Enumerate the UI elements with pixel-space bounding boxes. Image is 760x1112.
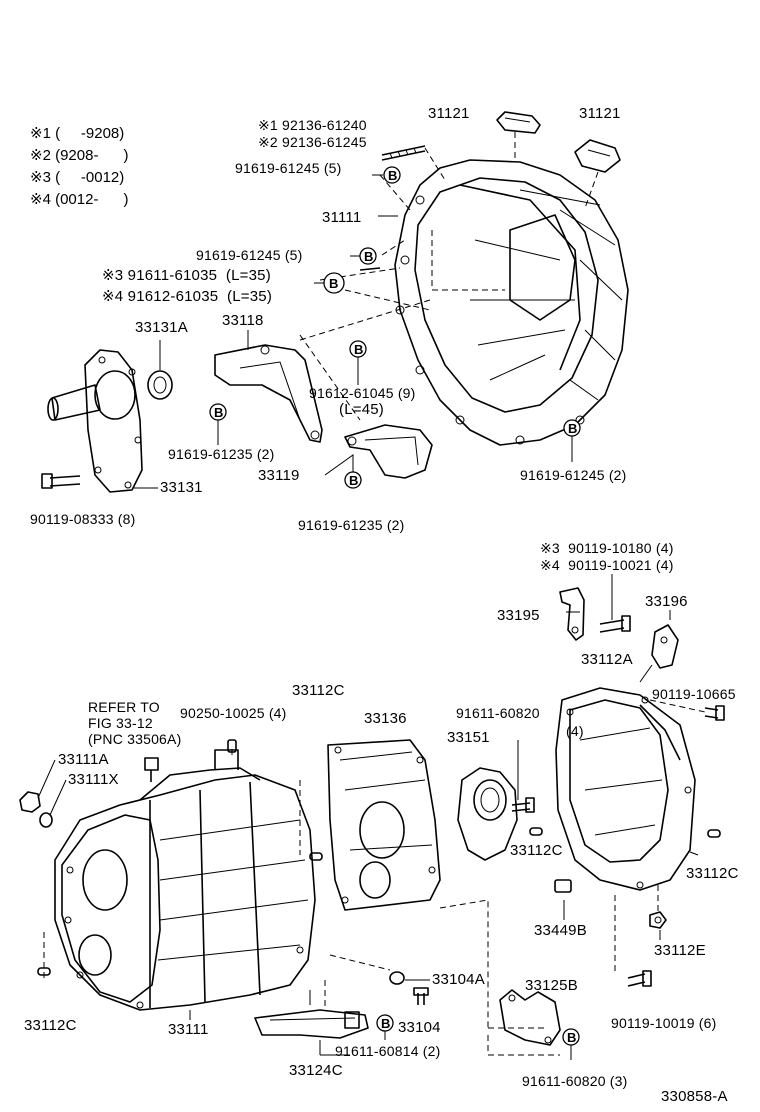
- lever-33196: [651, 624, 679, 669]
- label-91612-61045: 91612-61045 (9): [309, 385, 416, 401]
- oil-seal-33131A: [147, 370, 173, 400]
- pin-90250: [227, 739, 237, 753]
- label-90119-10019: 90119-10019 (6): [611, 1015, 717, 1031]
- dowel-pin-left: [37, 967, 51, 976]
- bearing-retainer-33151: [457, 767, 518, 861]
- bolt-90119-10019: [627, 970, 652, 987]
- label-91611-60814: 91611-60814 (2): [335, 1043, 441, 1059]
- label-31121-a: 31121: [428, 105, 470, 122]
- label-33196: 33196: [645, 593, 688, 610]
- label-refer-fig: FIG 33-12: [88, 715, 153, 731]
- label-91611-60820-3: 91611-60820 (3): [522, 1073, 628, 1089]
- label-33112E: 33112E: [654, 942, 706, 959]
- bubble-b-label-8: B: [381, 1016, 391, 1031]
- bolt-91611-60820-4: [511, 797, 535, 813]
- label-33131: 33131: [160, 479, 203, 496]
- bubble-b-label-7: B: [349, 473, 359, 488]
- label-91619-61235-b: 91619-61235 (2): [298, 517, 405, 533]
- label-330858-A: 330858-A: [661, 1088, 728, 1105]
- dowel-pin-mid: [529, 827, 543, 836]
- label-91619-61245-5b: 91619-61245 (5): [196, 247, 303, 263]
- bubble-b-label-6: B: [568, 421, 578, 436]
- plug-33111A: [19, 791, 41, 813]
- dowel-pin-top: [309, 852, 323, 861]
- label-92136-61240: ※1 92136-61240: [258, 117, 367, 133]
- label-33124C: 33124C: [289, 1062, 343, 1079]
- extension-housing-33112A: [555, 687, 696, 891]
- legend-line-2: ※2 (9208- ): [30, 147, 129, 164]
- bubble-b-label-4: B: [354, 342, 364, 357]
- stud-bolt-92136: [381, 145, 426, 161]
- lever-33195: [559, 587, 585, 641]
- bracket-33118: [214, 344, 323, 443]
- label-31111: 31111: [322, 209, 362, 226]
- washer-33104A: [389, 971, 405, 985]
- bubble-b-label-1: B: [388, 168, 398, 183]
- bubble-b-label-5: B: [214, 405, 224, 420]
- bubble-b-label-2: B: [364, 249, 374, 264]
- bubble-b-1: [383, 166, 401, 184]
- bubble-b-label-9: B: [567, 1030, 577, 1045]
- bolt-33104: [413, 987, 429, 1005]
- label-33125B: 33125B: [525, 977, 578, 994]
- label-91619-61245-2: 91619-61245 (2): [520, 467, 627, 483]
- label-33104A: 33104A: [432, 971, 485, 988]
- label-33131A: 33131A: [135, 319, 188, 336]
- label-90250-10025: 90250-10025 (4): [180, 705, 287, 721]
- label-33195: 33195: [497, 607, 540, 624]
- label-31121-b: 31121: [579, 105, 621, 122]
- release-plate-31121-b: [574, 139, 621, 173]
- label-33112C-left: 33112C: [24, 1017, 77, 1034]
- dowel-pin-right: [707, 829, 721, 838]
- legend-line-4: ※4 (0012- ): [30, 191, 129, 208]
- label-90119-10665: 90119-10665: [652, 686, 736, 702]
- label-33118: 33118: [222, 312, 264, 329]
- washer-33111X: [39, 812, 53, 828]
- bubble-b-label-3: B: [329, 276, 339, 291]
- label-refer-to: REFER TO: [88, 699, 160, 715]
- clutch-housing-31111: [394, 159, 629, 446]
- label-33104: 33104: [398, 1019, 441, 1036]
- label-90119-10021: ※4 90119-10021 (4): [540, 557, 674, 573]
- label-33112A: 33112A: [581, 651, 633, 668]
- label-92136-61245: ※2 92136-61245: [258, 134, 367, 150]
- label-L45: (L=45): [339, 401, 384, 418]
- label-91619-61235-a: 91619-61235 (2): [168, 446, 275, 462]
- cover-plate-33125B: [499, 989, 561, 1046]
- intermediate-plate-33136: [327, 739, 441, 911]
- label-90119-10180: ※3 90119-10180 (4): [540, 540, 674, 556]
- extension-cover-33131: [47, 349, 143, 493]
- bolt-90119-08333: [41, 473, 81, 489]
- label-33112C-top: 33112C: [292, 682, 345, 699]
- bolt-90119-10665: [704, 705, 725, 721]
- transmission-case-33111: [54, 749, 316, 1011]
- label-33111A: 33111A: [58, 751, 109, 768]
- legend-line-3: ※3 ( -0012): [30, 169, 125, 186]
- label-33449B: 33449B: [534, 922, 587, 939]
- bushing-33449B: [554, 879, 572, 893]
- bracket-33119: [344, 424, 433, 479]
- breather-plug: [144, 757, 159, 782]
- label-33136: 33136: [364, 710, 407, 727]
- legend-line-1: ※1 ( -9208): [30, 125, 125, 142]
- label-91611-60820-4: 91611-60820: [456, 705, 540, 721]
- label-33111X: 33111X: [68, 771, 119, 788]
- label-91612-61035: ※4 91612-61035 (L=35): [102, 288, 273, 305]
- release-plate-31121-a: [496, 111, 541, 134]
- label-90119-08333: 90119-08333 (8): [30, 511, 136, 527]
- label-33151: 33151: [447, 729, 490, 746]
- label-91611-61035: ※3 91611-61035 (L=35): [102, 267, 271, 284]
- label-qty-4: (4): [566, 723, 584, 739]
- label-33111: 33111: [168, 1021, 209, 1038]
- label-33112C-right: 33112C: [686, 865, 739, 882]
- date-legend: ※1 ( -9208) ※2 (9208- ) ※3 ( -0012) ※4 (…: [30, 123, 128, 211]
- bolt-33112E: [649, 911, 667, 929]
- stiffener-33124C: [254, 1009, 369, 1039]
- label-33119: 33119: [258, 467, 300, 484]
- label-33112C-mid: 33112C: [510, 842, 563, 859]
- label-91619-61245-5a: 91619-61245 (5): [235, 160, 342, 176]
- bolt-90119-10180: [599, 615, 631, 633]
- label-refer-pnc: (PNC 33506A): [88, 731, 182, 747]
